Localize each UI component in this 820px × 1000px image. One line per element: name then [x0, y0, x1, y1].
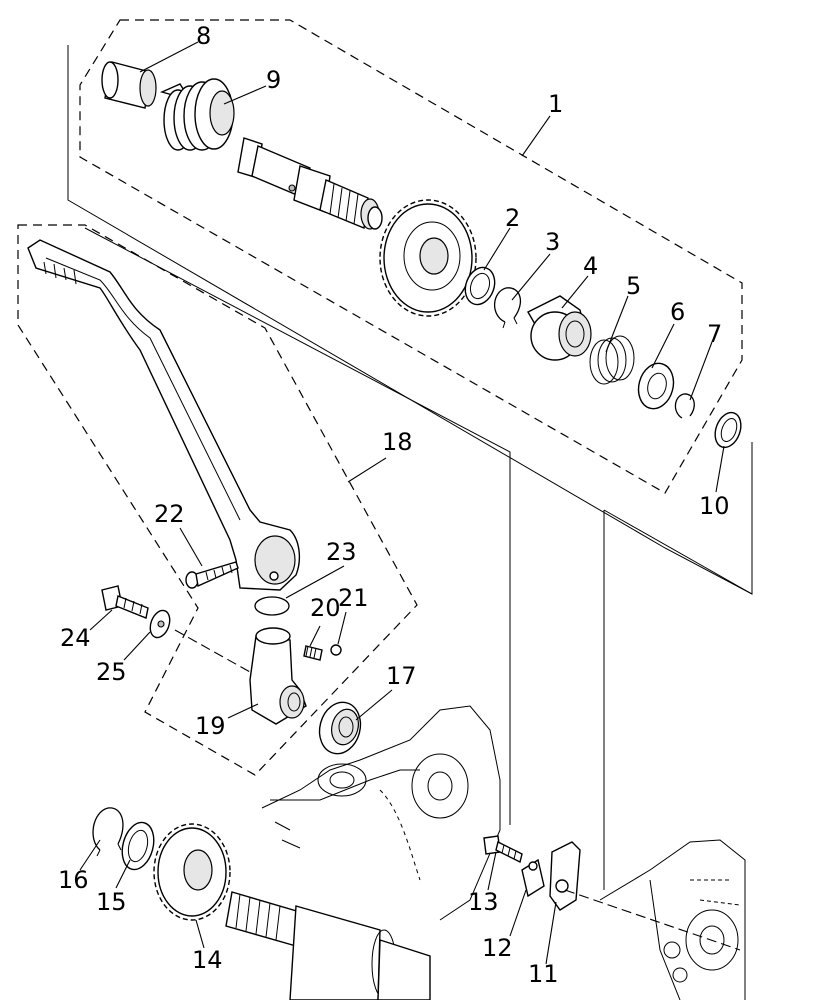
idle-gear-part-14 [153, 823, 231, 921]
clip-part-12 [521, 858, 545, 898]
label-17: 17 [386, 662, 417, 690]
kick-gear [379, 199, 477, 317]
circlip-part-3 [493, 287, 522, 329]
label-9: 9 [266, 66, 281, 94]
label-8: 8 [196, 22, 211, 50]
lever-boss-part-19 [174, 627, 307, 725]
washer-part-6 [637, 362, 675, 410]
label-4: 4 [583, 252, 598, 280]
assembly-18-boundary [17, 224, 511, 825]
washer-part-15 [121, 821, 155, 871]
label-18: 18 [382, 428, 413, 456]
washer-part-25 [149, 609, 171, 639]
label-7: 7 [707, 320, 722, 348]
label-19: 19 [195, 712, 226, 740]
circlip-part-16 [92, 807, 124, 857]
label-21: 21 [338, 584, 369, 612]
crankcase-right [599, 839, 746, 1000]
spring-part-20 [303, 645, 323, 661]
leader-lines [79, 41, 725, 965]
label-20: 20 [310, 594, 341, 622]
label-12: 12 [482, 934, 513, 962]
oil-seal-part-17 [318, 701, 362, 755]
kick-lever [27, 239, 301, 591]
label-6: 6 [670, 298, 685, 326]
label-1: 1 [548, 90, 563, 118]
label-5: 5 [626, 272, 641, 300]
ratchet-part-4 [527, 295, 592, 361]
bolt-part-13 [483, 835, 523, 864]
label-15: 15 [96, 888, 127, 916]
label-14: 14 [192, 946, 223, 974]
bushing-part-8 [101, 61, 157, 109]
ring-part-10 [714, 411, 742, 449]
label-10: 10 [699, 492, 730, 520]
countershaft [225, 891, 431, 1000]
plate-part-11 [549, 841, 741, 951]
kick-shaft [237, 137, 383, 230]
label-11: 11 [528, 960, 559, 988]
callout-labels: 1 2 3 4 5 6 7 8 9 10 11 12 13 14 15 16 1… [58, 22, 730, 988]
crankcase-cover [261, 705, 501, 921]
label-25: 25 [96, 658, 127, 686]
circlip-part-7 [674, 393, 695, 419]
ball-part-21 [330, 644, 342, 656]
washer-part-2 [464, 266, 496, 306]
assembly-1-boundary [67, 19, 753, 595]
bolt-part-24 [101, 585, 149, 619]
torsion-spring-part-9 [159, 78, 235, 151]
ratchet-spring-part-5 [589, 335, 635, 385]
screw-part-22 [185, 561, 239, 589]
label-16: 16 [58, 866, 89, 894]
label-24: 24 [60, 624, 91, 652]
label-22: 22 [154, 500, 185, 528]
label-2: 2 [505, 204, 520, 232]
right-bracket-line [603, 509, 753, 890]
o-ring-part-23 [254, 596, 290, 616]
label-23: 23 [326, 538, 357, 566]
label-13: 13 [468, 888, 499, 916]
label-3: 3 [545, 228, 560, 256]
